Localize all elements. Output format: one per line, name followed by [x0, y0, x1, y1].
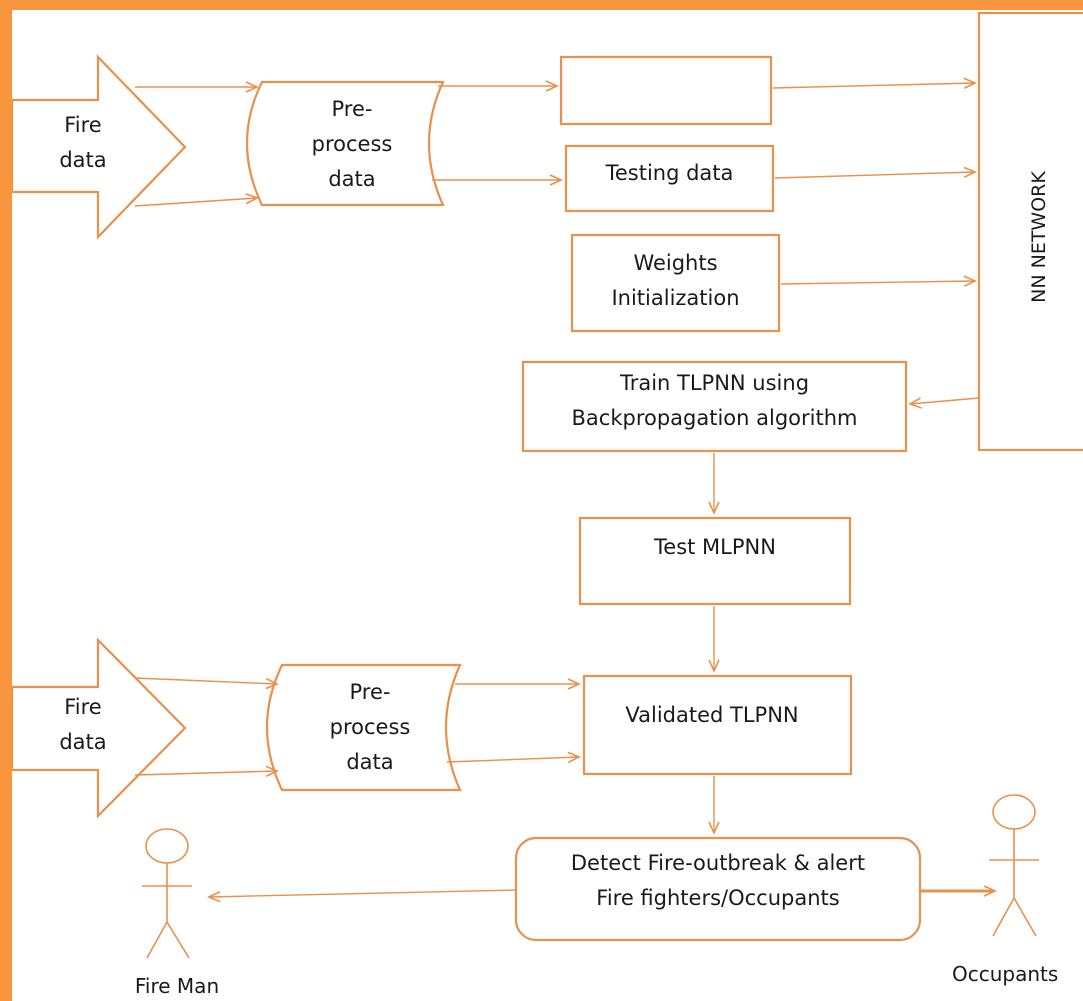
- diagram-canvas: Fire data Pre- process data Testing data…: [12, 10, 1083, 1001]
- weights-init-label: Weights Initialization: [611, 251, 740, 310]
- fire-data-arrow-shape-top: [12, 54, 187, 240]
- preprocess-shape-top: [245, 80, 445, 207]
- weights-box: [570, 233, 781, 333]
- edge-fire-pre-bottom-1: [134, 677, 279, 690]
- edge-pre-validated-2: [446, 751, 581, 764]
- edge-weights-nn: [780, 275, 977, 287]
- fire-man-icon: [142, 828, 192, 959]
- fire-data-top-label: Fire data: [59, 113, 107, 172]
- preprocess-shape-bottom: [265, 663, 462, 792]
- train-tlpnn-label: Train TLPNN using Backpropagation algori…: [571, 371, 858, 430]
- detect-alert-label: Detect Fire-outbreak & alert Fire fighte…: [570, 851, 866, 910]
- validated-box: [582, 674, 853, 776]
- edge-fire-pre-top-2: [134, 192, 259, 207]
- edge-fire-pre-bottom-2: [134, 765, 279, 778]
- edge-nn-train: [908, 397, 980, 409]
- test-mlpnn-box: [578, 516, 852, 606]
- test-mlpnn-label: Test MLPNN: [654, 535, 776, 559]
- nn-network-label: NN NETWORK: [1028, 171, 1050, 303]
- edge-testing-nn: [774, 166, 977, 179]
- diagram-shapes: [12, 11, 1083, 959]
- preprocess-bottom-label: Pre- process data: [329, 680, 411, 774]
- edge-training-nn: [772, 77, 977, 89]
- testing-data-box: [564, 144, 775, 213]
- testing-data-label: Testing data: [605, 161, 734, 185]
- validated-tlpnn-label: Validated TLPNN: [625, 703, 799, 727]
- occupants-label: Occupants: [952, 962, 1059, 986]
- preprocess-top-label: Pre- process data: [311, 97, 393, 191]
- training-data-box: [559, 55, 773, 126]
- fire-data-bottom-label: Fire data: [59, 695, 107, 754]
- occupants-icon: [989, 794, 1039, 937]
- train-box: [521, 360, 908, 453]
- detect-box: [514, 836, 922, 942]
- edge-detect-fireman: [207, 889, 517, 903]
- nn-network-box: [977, 11, 1083, 452]
- fire-data-arrow-shape-bottom: [12, 637, 187, 819]
- fire-man-label: Fire Man: [134, 974, 220, 998]
